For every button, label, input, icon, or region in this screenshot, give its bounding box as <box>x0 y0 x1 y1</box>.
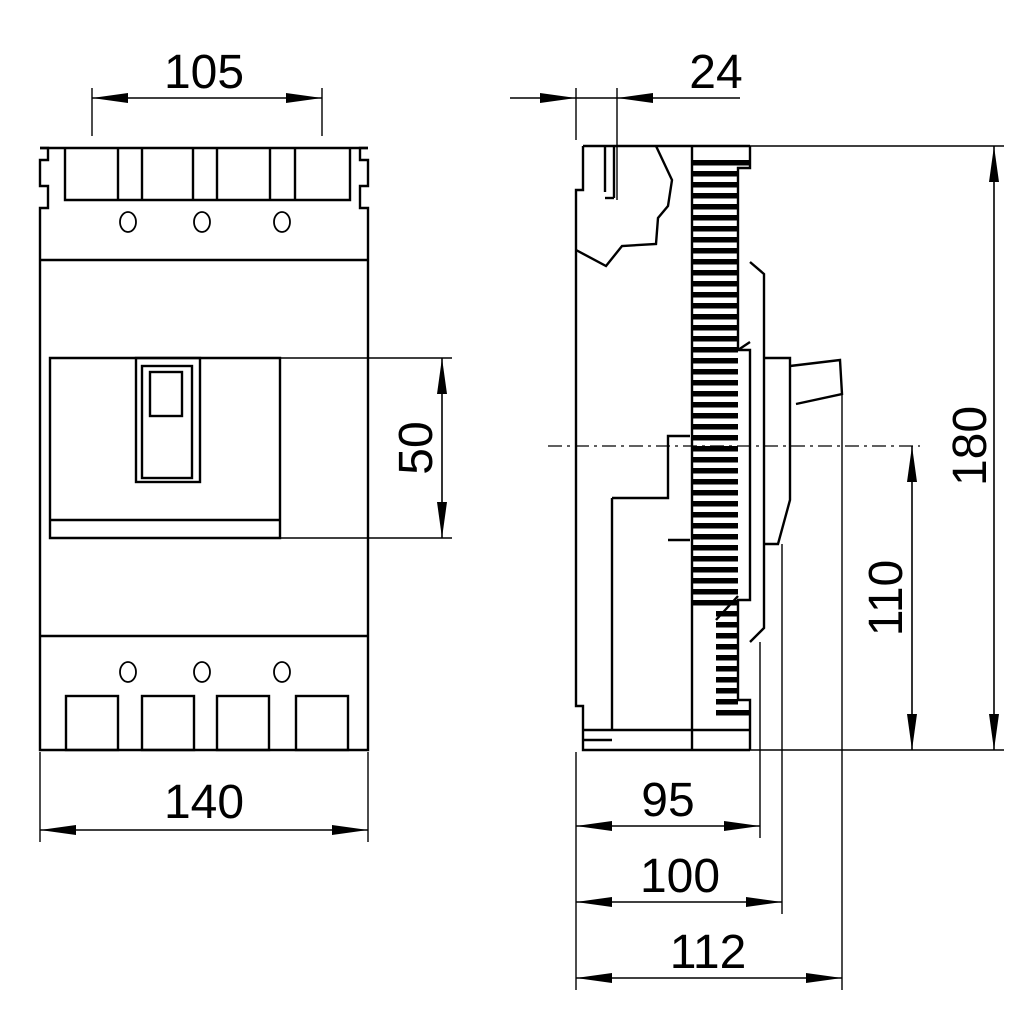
dim-24-label: 24 <box>689 46 742 99</box>
rib <box>692 380 738 386</box>
rib <box>716 710 750 716</box>
front-bottom-hole-1 <box>119 661 137 683</box>
dim-110-label: 110 <box>860 560 913 637</box>
dim-50-label: 50 <box>390 421 443 474</box>
rib <box>716 655 738 661</box>
front-top-hole-2 <box>193 211 211 233</box>
side-ribs <box>692 160 750 716</box>
rib <box>692 303 738 309</box>
side-body-outline <box>574 146 750 752</box>
side-handle-base <box>764 356 792 546</box>
rib <box>692 479 738 485</box>
rib <box>692 314 738 320</box>
rib <box>692 270 738 276</box>
rib <box>716 611 738 617</box>
rib <box>692 578 738 584</box>
rib <box>692 237 738 243</box>
rib <box>692 501 738 507</box>
rib <box>692 226 738 232</box>
rib <box>716 622 738 628</box>
rib <box>716 677 738 683</box>
side-front-cover <box>749 261 766 643</box>
dim-100-label: 100 <box>640 850 720 903</box>
front-top-hole-3 <box>273 211 291 233</box>
side-handle-lever <box>789 358 844 406</box>
rib <box>692 556 738 562</box>
dim-140-label: 140 <box>164 776 244 829</box>
rib <box>692 336 738 342</box>
rib <box>692 512 738 518</box>
rib <box>692 600 738 606</box>
rib <box>692 424 738 430</box>
front-top-terminals <box>63 148 352 202</box>
rib <box>692 490 738 496</box>
front-bottom-hole-2 <box>193 661 211 683</box>
front-bottom-terminal-4 <box>294 694 350 752</box>
rib <box>692 545 738 551</box>
rib <box>692 468 738 474</box>
rib <box>692 171 738 177</box>
rib <box>716 644 738 650</box>
front-bottom-terminal-3 <box>215 694 271 752</box>
rib <box>692 292 738 298</box>
rib <box>692 589 738 595</box>
rib <box>692 413 738 419</box>
rib <box>716 688 738 694</box>
front-handle <box>134 356 202 484</box>
rib <box>692 457 738 463</box>
front-handle-window <box>48 356 282 540</box>
rib <box>692 248 738 254</box>
front-bottom-terminal-2 <box>140 694 196 752</box>
rib <box>692 402 738 408</box>
front-top-hole-1 <box>119 211 137 233</box>
rib <box>692 567 738 573</box>
rib <box>692 215 738 221</box>
rib <box>692 193 738 199</box>
side-ribbed-cover <box>736 146 752 750</box>
rib <box>692 281 738 287</box>
rib <box>716 633 738 639</box>
rib <box>692 534 738 540</box>
dim-95-label: 95 <box>641 774 694 827</box>
side-view <box>510 88 1004 990</box>
rib <box>692 446 738 452</box>
dim-180-label: 180 <box>944 406 997 486</box>
rib <box>692 325 738 331</box>
dim-105-label: 105 <box>164 46 244 99</box>
rib <box>716 666 738 672</box>
rib <box>692 358 738 364</box>
rib <box>692 435 738 441</box>
rib <box>692 391 738 397</box>
rib <box>716 699 738 705</box>
rib <box>692 160 750 166</box>
rib <box>692 369 738 375</box>
front-bottom-hole-3 <box>273 661 291 683</box>
side-bottom-block <box>612 434 690 500</box>
rib <box>692 204 738 210</box>
side-top-terminal <box>575 145 674 268</box>
dim-112-label: 112 <box>670 926 747 979</box>
front-body-outline <box>38 146 370 752</box>
rib <box>692 259 738 265</box>
rib <box>692 523 738 529</box>
rib <box>692 347 738 353</box>
front-view <box>38 88 452 842</box>
rib <box>692 182 738 188</box>
front-bottom-terminal-1 <box>64 694 120 752</box>
